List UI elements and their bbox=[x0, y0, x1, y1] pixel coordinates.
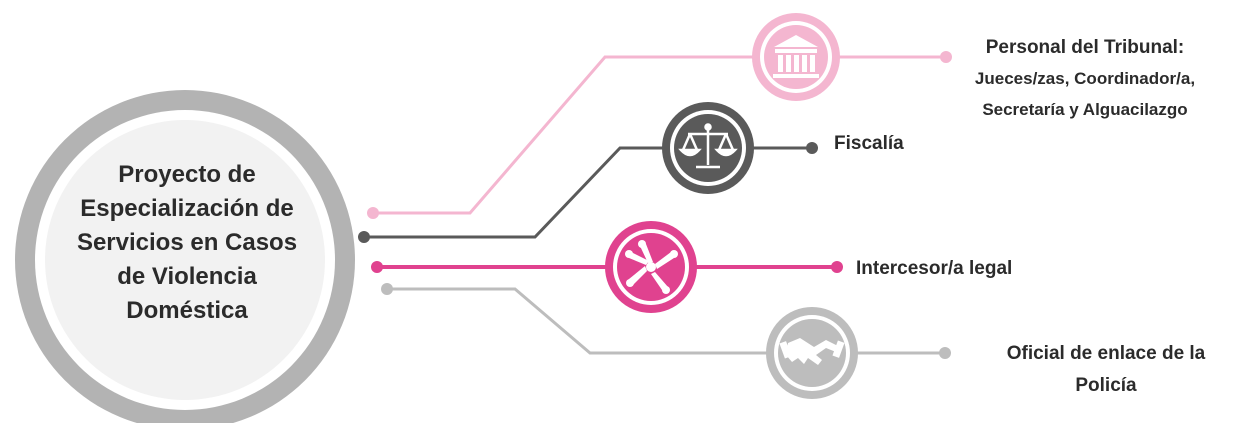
label-policia: Oficial de enlace de la Policía bbox=[975, 338, 1237, 402]
center-title-line: Servicios en Casos bbox=[76, 229, 298, 256]
label-policia-line: Oficial de enlace de la bbox=[1006, 343, 1206, 364]
courthouse-icon bbox=[773, 35, 819, 78]
center-title: Proyecto de Especialización de Servicios… bbox=[52, 158, 322, 328]
label-fiscalia-line: Fiscalía bbox=[834, 133, 904, 154]
label-tribunal: Personal del Tribunal: Jueces/zas, Coord… bbox=[940, 32, 1230, 125]
label-fiscalia: Fiscalía bbox=[834, 133, 904, 155]
node-intercesor bbox=[605, 221, 697, 313]
label-tribunal-line: Personal del Tribunal: bbox=[985, 37, 1185, 58]
node-tribunal bbox=[752, 13, 840, 101]
label-intercesor-line: Intercesor/a legal bbox=[856, 258, 1013, 279]
scales-of-justice-icon bbox=[678, 123, 738, 169]
center-title-line: Doméstica bbox=[126, 297, 248, 324]
node-fiscalia bbox=[662, 102, 754, 194]
center-node bbox=[15, 90, 355, 423]
handshake-icon bbox=[779, 338, 845, 365]
label-policia-line: Policía bbox=[1075, 375, 1137, 396]
joined-hands-icon bbox=[625, 240, 678, 294]
label-intercesor: Intercesor/a legal bbox=[856, 258, 1012, 280]
center-title-line: de Violencia bbox=[117, 263, 257, 290]
label-tribunal-line: Secretaría y Alguacilazgo bbox=[982, 100, 1188, 119]
center-title-line: Especialización de bbox=[80, 195, 294, 222]
label-tribunal-line: Jueces/zas, Coordinador/a, bbox=[974, 69, 1196, 88]
center-title-line: Proyecto de bbox=[118, 161, 256, 188]
node-policia bbox=[766, 307, 858, 399]
